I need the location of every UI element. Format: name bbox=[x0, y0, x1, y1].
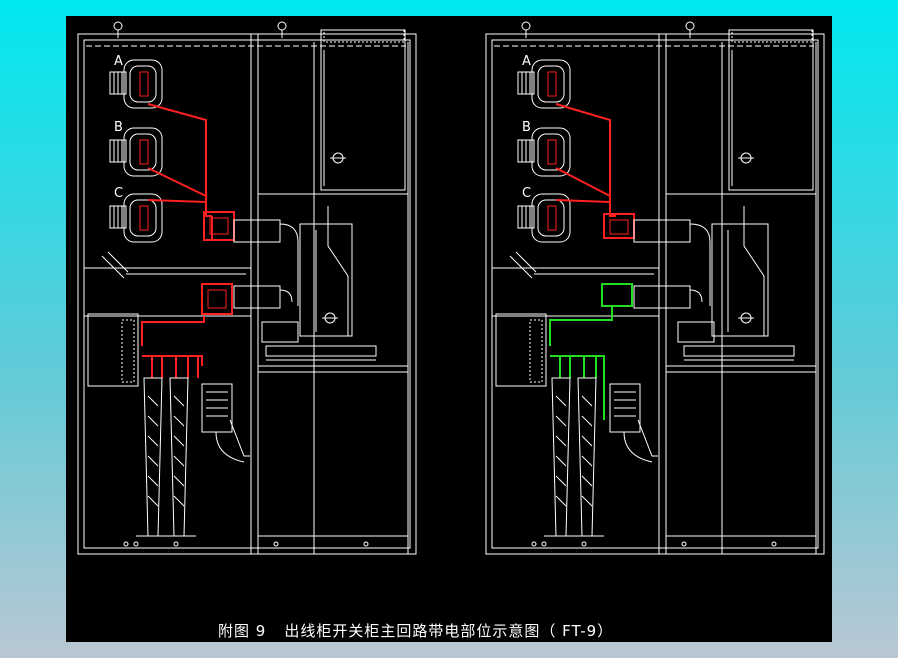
right-cabinet-frame bbox=[485, 33, 825, 555]
right-insulator-c bbox=[517, 193, 571, 243]
drawing-canvas: A B C A B C bbox=[66, 16, 832, 642]
left-lower-contact bbox=[201, 283, 233, 315]
right-phase-c-label: C bbox=[522, 186, 532, 201]
left-insulator-c bbox=[109, 193, 163, 243]
left-insulator-b bbox=[109, 127, 163, 177]
left-cabinet-frame bbox=[77, 33, 417, 555]
right-live-busbar-top bbox=[555, 103, 616, 217]
left-phase-b-label: B bbox=[114, 120, 123, 135]
left-cabinet bbox=[77, 21, 417, 555]
figure-title: 出线柜开关柜主回路带电部位示意图（ FT-9） bbox=[284, 622, 614, 640]
left-live-busbar bbox=[141, 103, 213, 378]
left-phase-a-label: A bbox=[114, 54, 123, 69]
right-cabinet bbox=[485, 21, 825, 555]
figure-number: 附图 9 bbox=[218, 622, 267, 640]
right-insulator-a bbox=[517, 59, 571, 109]
right-live-busbar-bottom bbox=[549, 283, 633, 420]
figure-caption: 附图 9 出线柜开关柜主回路带电部位示意图（ FT-9） bbox=[218, 620, 631, 641]
left-phase-c-label: C bbox=[114, 186, 124, 201]
switchgear-drawing bbox=[77, 21, 825, 555]
left-insulator-a bbox=[109, 59, 163, 109]
right-phase-a-label: A bbox=[522, 54, 531, 69]
right-phase-b-label: B bbox=[522, 120, 531, 135]
right-insulator-b bbox=[517, 127, 571, 177]
